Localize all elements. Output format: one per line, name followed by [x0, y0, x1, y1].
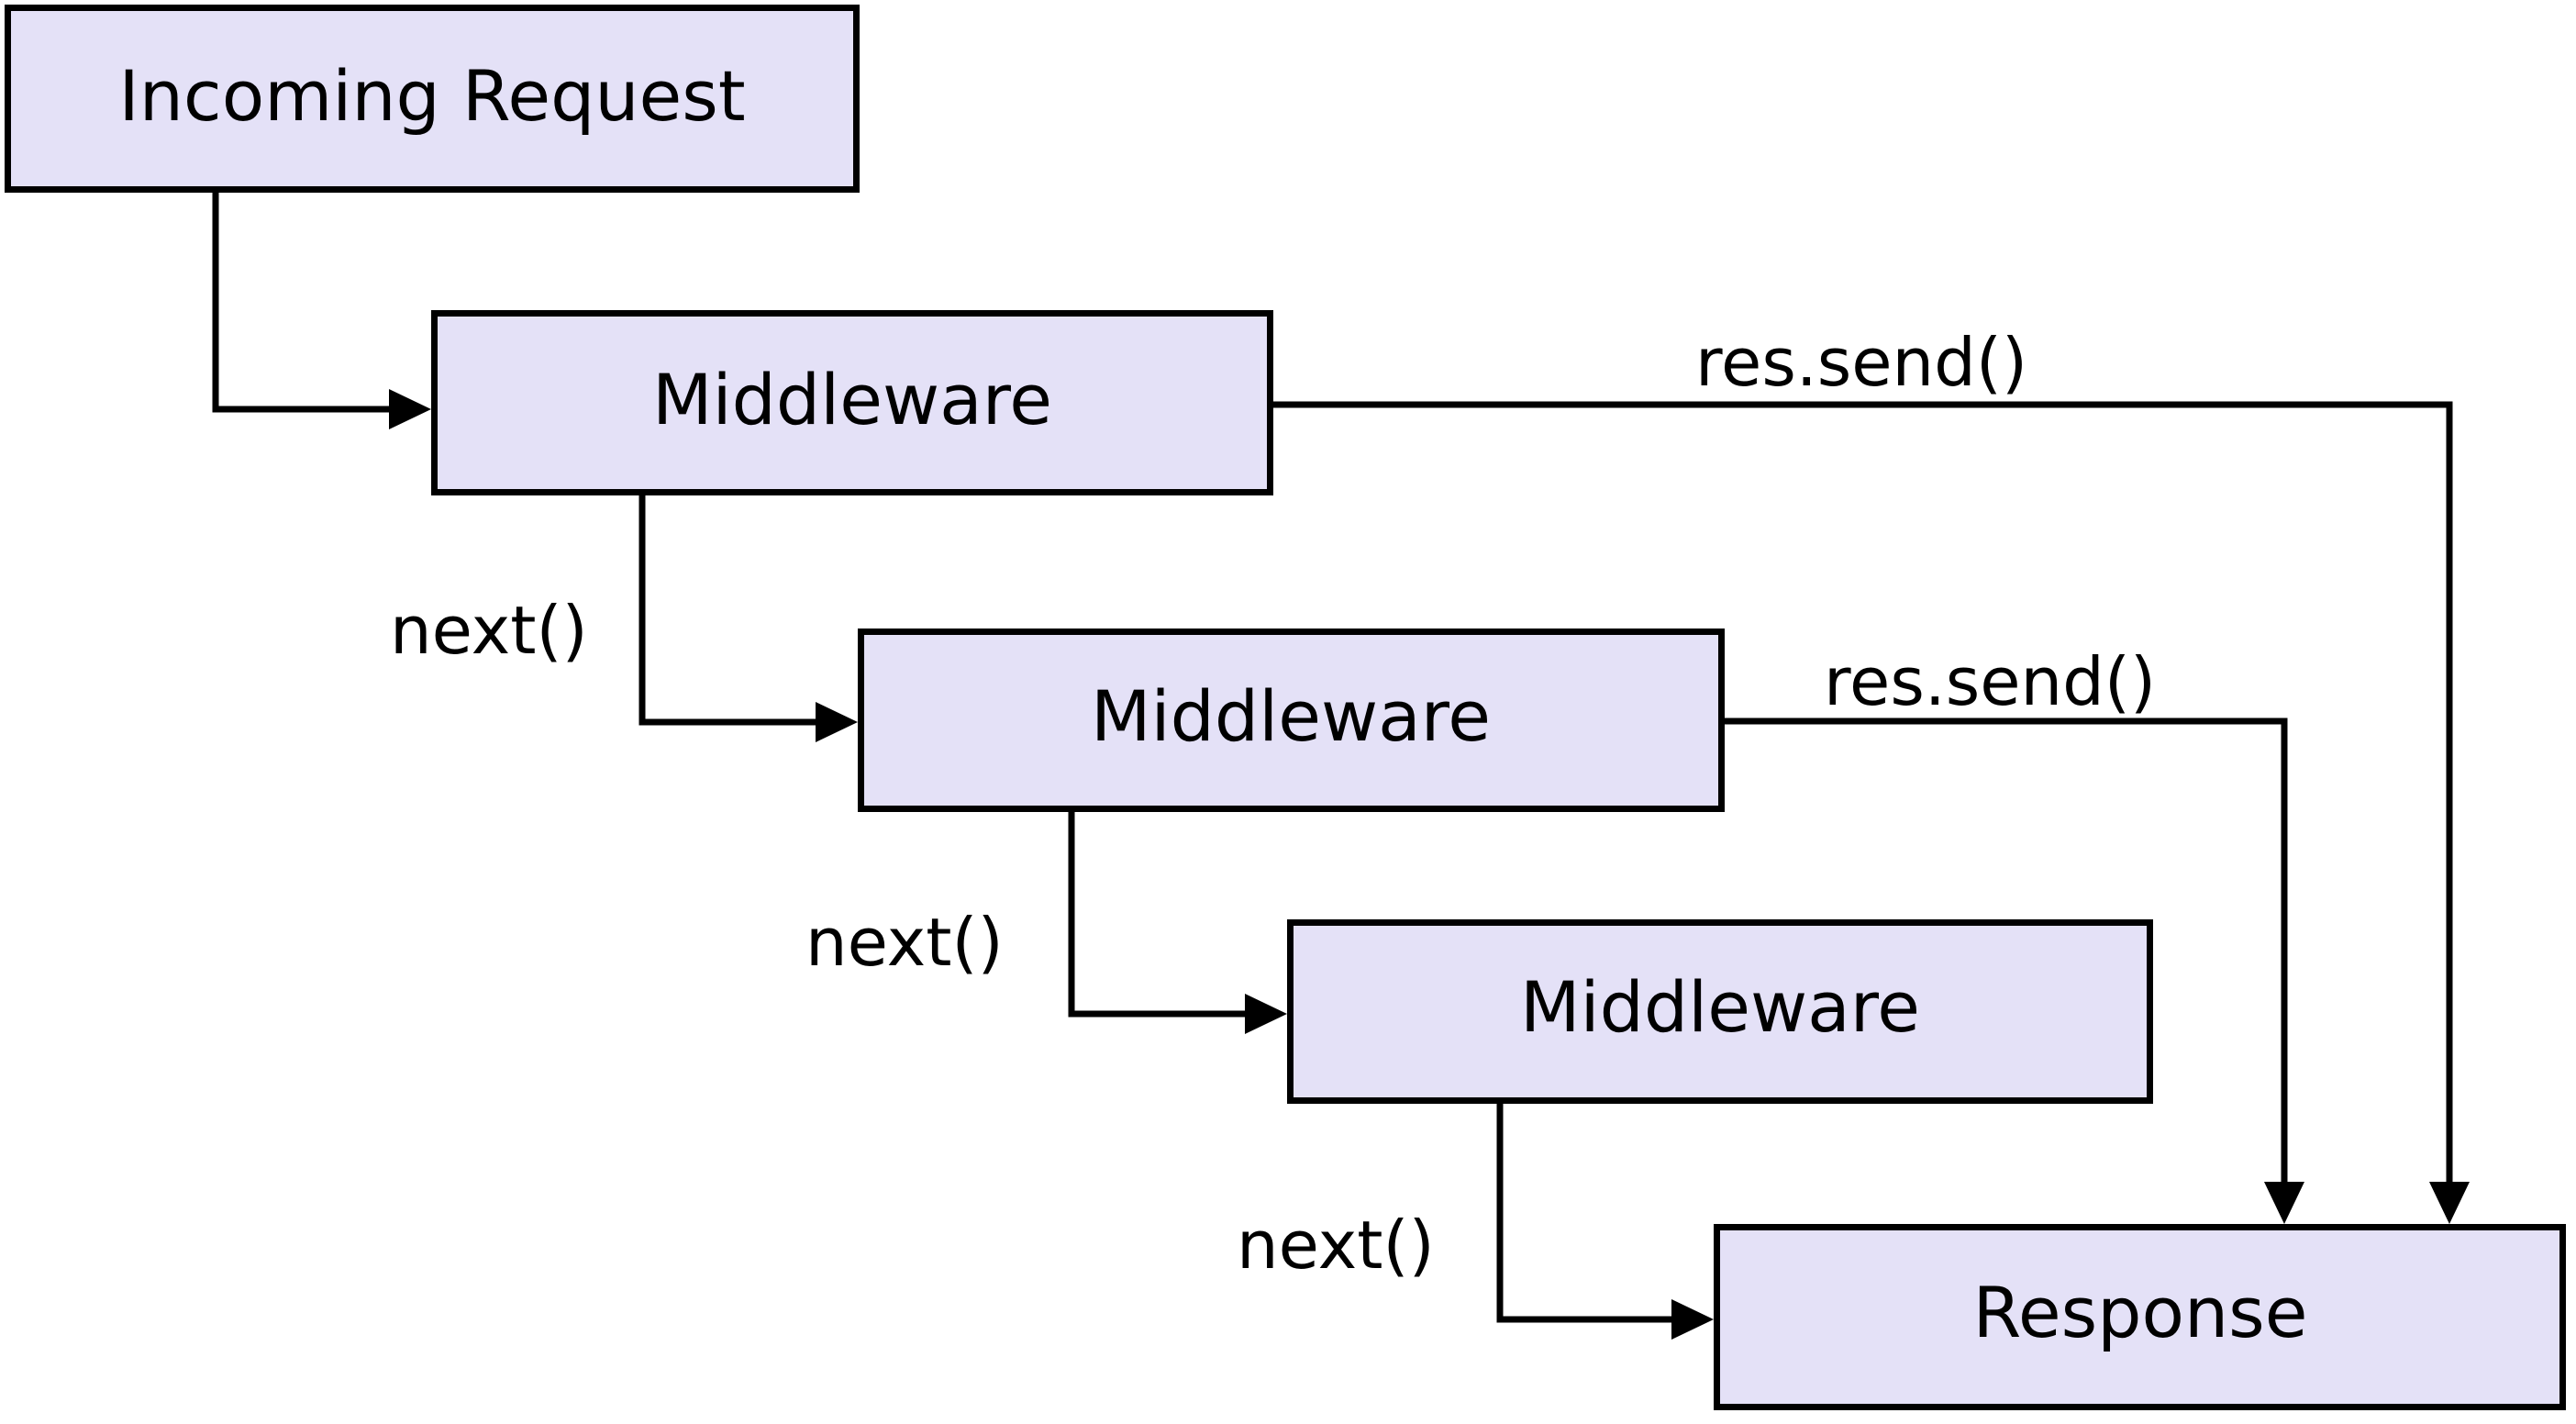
node-middleware-3[interactable]: Middleware [1287, 919, 2153, 1104]
edge-middleware-1-ressend-to-response [1273, 401, 2470, 1224]
node-label: Response [1972, 1272, 2307, 1353]
edge-path [1496, 1104, 1679, 1323]
node-label: Middleware [1091, 675, 1491, 757]
node-box[interactable] [431, 310, 1273, 495]
node-response[interactable]: Response [1714, 1224, 2566, 1410]
edge-middleware-2-ressend-to-response [1725, 718, 2304, 1224]
edge-label-next-3: next() [1237, 1207, 1435, 1284]
edge-incoming-to-middleware-1 [212, 193, 431, 429]
edge-label-ressend-2: res.send() [1824, 643, 2156, 720]
edge-label-ressend-1: res.send() [1695, 324, 2027, 401]
arrow-head-icon [1245, 994, 1287, 1034]
node-box[interactable] [1714, 1224, 2566, 1410]
edge-path [1725, 718, 2288, 1189]
node-label: Middleware [1520, 966, 1920, 1048]
arrow-head-icon [389, 389, 431, 429]
node-box[interactable] [5, 5, 860, 193]
edge-label-next-2: next() [805, 904, 1004, 981]
node-box[interactable] [858, 629, 1725, 812]
edge-middleware-3-to-response [1496, 1104, 1714, 1340]
node-middleware-2[interactable]: Middleware [858, 629, 1725, 812]
node-middleware-1[interactable]: Middleware [431, 310, 1273, 495]
node-label: Middleware [652, 359, 1052, 440]
arrow-head-icon [816, 702, 858, 742]
arrow-head-icon [2264, 1182, 2304, 1224]
arrow-head-icon [1671, 1299, 1714, 1340]
node-incoming-request[interactable]: Incoming Request [5, 5, 860, 193]
edge-middleware-1-to-middleware-2 [638, 495, 858, 742]
node-label: Incoming Request [118, 55, 745, 137]
arrow-head-icon [2429, 1182, 2470, 1224]
edge-label-next-1: next() [390, 592, 588, 669]
edge-path [212, 193, 396, 413]
edge-path [1273, 401, 2453, 1189]
edge-path [638, 495, 823, 726]
edge-middleware-2-to-middleware-3 [1068, 812, 1287, 1034]
edge-path [1068, 812, 1252, 1018]
node-box[interactable] [1287, 919, 2153, 1104]
